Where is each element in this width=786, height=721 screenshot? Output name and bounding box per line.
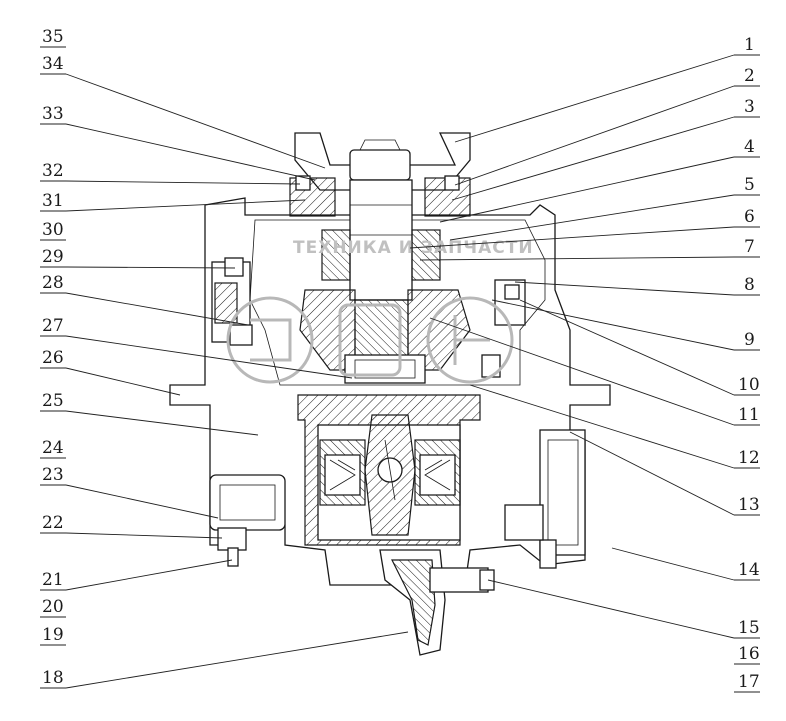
callout-label: 4: [744, 137, 755, 157]
callout-label: 8: [744, 275, 755, 295]
callout-leader-line: [487, 579, 735, 639]
drive-pinion-flange: [289, 132, 471, 217]
callout-leader-line: [429, 317, 735, 426]
callout-label: 29: [42, 247, 64, 267]
callout-leader-line: [454, 54, 735, 143]
pinion-shaft: [321, 179, 441, 301]
callout-label: 31: [42, 191, 64, 211]
callout-group: 3534333231302928272625242322212019181234…: [40, 27, 760, 693]
callout-leader-line: [65, 180, 301, 185]
callout-label: 9: [744, 330, 755, 350]
callout-label: 34: [42, 54, 64, 74]
callout-label: 19: [42, 625, 64, 645]
callout-leader-line: [514, 281, 735, 296]
callout-leader-line: [491, 299, 735, 351]
callout-label: 1: [744, 35, 755, 55]
callout-label: 24: [42, 438, 64, 458]
callout-leader-line: [65, 484, 219, 519]
callout-leader-line: [409, 226, 735, 249]
callout-leader-line: [469, 384, 735, 469]
callout-label: 18: [42, 668, 64, 688]
callout-label: 17: [738, 672, 760, 692]
callout-label: 13: [738, 495, 760, 515]
callout-leader-line: [65, 532, 223, 539]
callout-label: 14: [738, 560, 760, 580]
callout-leader-line: [611, 547, 735, 581]
callout-label: 5: [744, 175, 755, 195]
callout-leader-line: [454, 85, 735, 186]
callout-leader-line: [65, 266, 236, 269]
callout-leader-line: [451, 116, 735, 201]
callout-label: 10: [738, 375, 760, 395]
callout-label: 3: [744, 97, 755, 117]
callout-leader-line: [65, 559, 233, 591]
callout-leader-line: [65, 199, 306, 212]
callout-label: 12: [738, 448, 760, 468]
callout-label: 23: [42, 465, 64, 485]
lower-bracket: [379, 549, 495, 656]
callout-label: 20: [42, 597, 64, 617]
callout-leader-line: [65, 73, 326, 169]
callout-leader-line: [419, 256, 735, 261]
right-side-components: [481, 279, 557, 569]
callout-label: 35: [42, 27, 64, 47]
callout-label: 16: [738, 644, 760, 664]
bevel-gear-pair: [299, 289, 471, 384]
callout-leader-line: [65, 631, 409, 689]
callout-label: 27: [42, 316, 64, 336]
callout-leader-line: [65, 123, 316, 181]
callout-leader-line: [449, 194, 735, 241]
callout-leader-line: [569, 431, 735, 516]
callout-leader-line: [439, 156, 735, 223]
callout-label: 33: [42, 104, 64, 124]
callout-label: 7: [744, 237, 755, 257]
callout-label: 26: [42, 348, 64, 368]
callout-label: 11: [738, 405, 760, 425]
callout-label: 28: [42, 273, 64, 293]
callout-leader-line: [65, 367, 181, 396]
brand-watermark: ТЕХНИКА И ЗАПЧАСТИ: [226, 238, 533, 384]
callout-leader-line: [65, 292, 249, 326]
callout-label: 25: [42, 391, 64, 411]
callout-label: 30: [42, 220, 64, 240]
callout-leader-line: [65, 335, 353, 379]
callout-label: 2: [744, 66, 755, 86]
differential-carrier: [297, 394, 481, 546]
callout-leader-line: [65, 410, 259, 436]
callout-leader-line: [519, 299, 735, 396]
callout-label: 22: [42, 513, 64, 533]
callout-label: 6: [744, 207, 755, 227]
callout-label: 15: [738, 618, 760, 638]
left-side-components: [209, 257, 286, 567]
callout-label: 32: [42, 161, 64, 181]
callout-label: 21: [42, 570, 64, 590]
